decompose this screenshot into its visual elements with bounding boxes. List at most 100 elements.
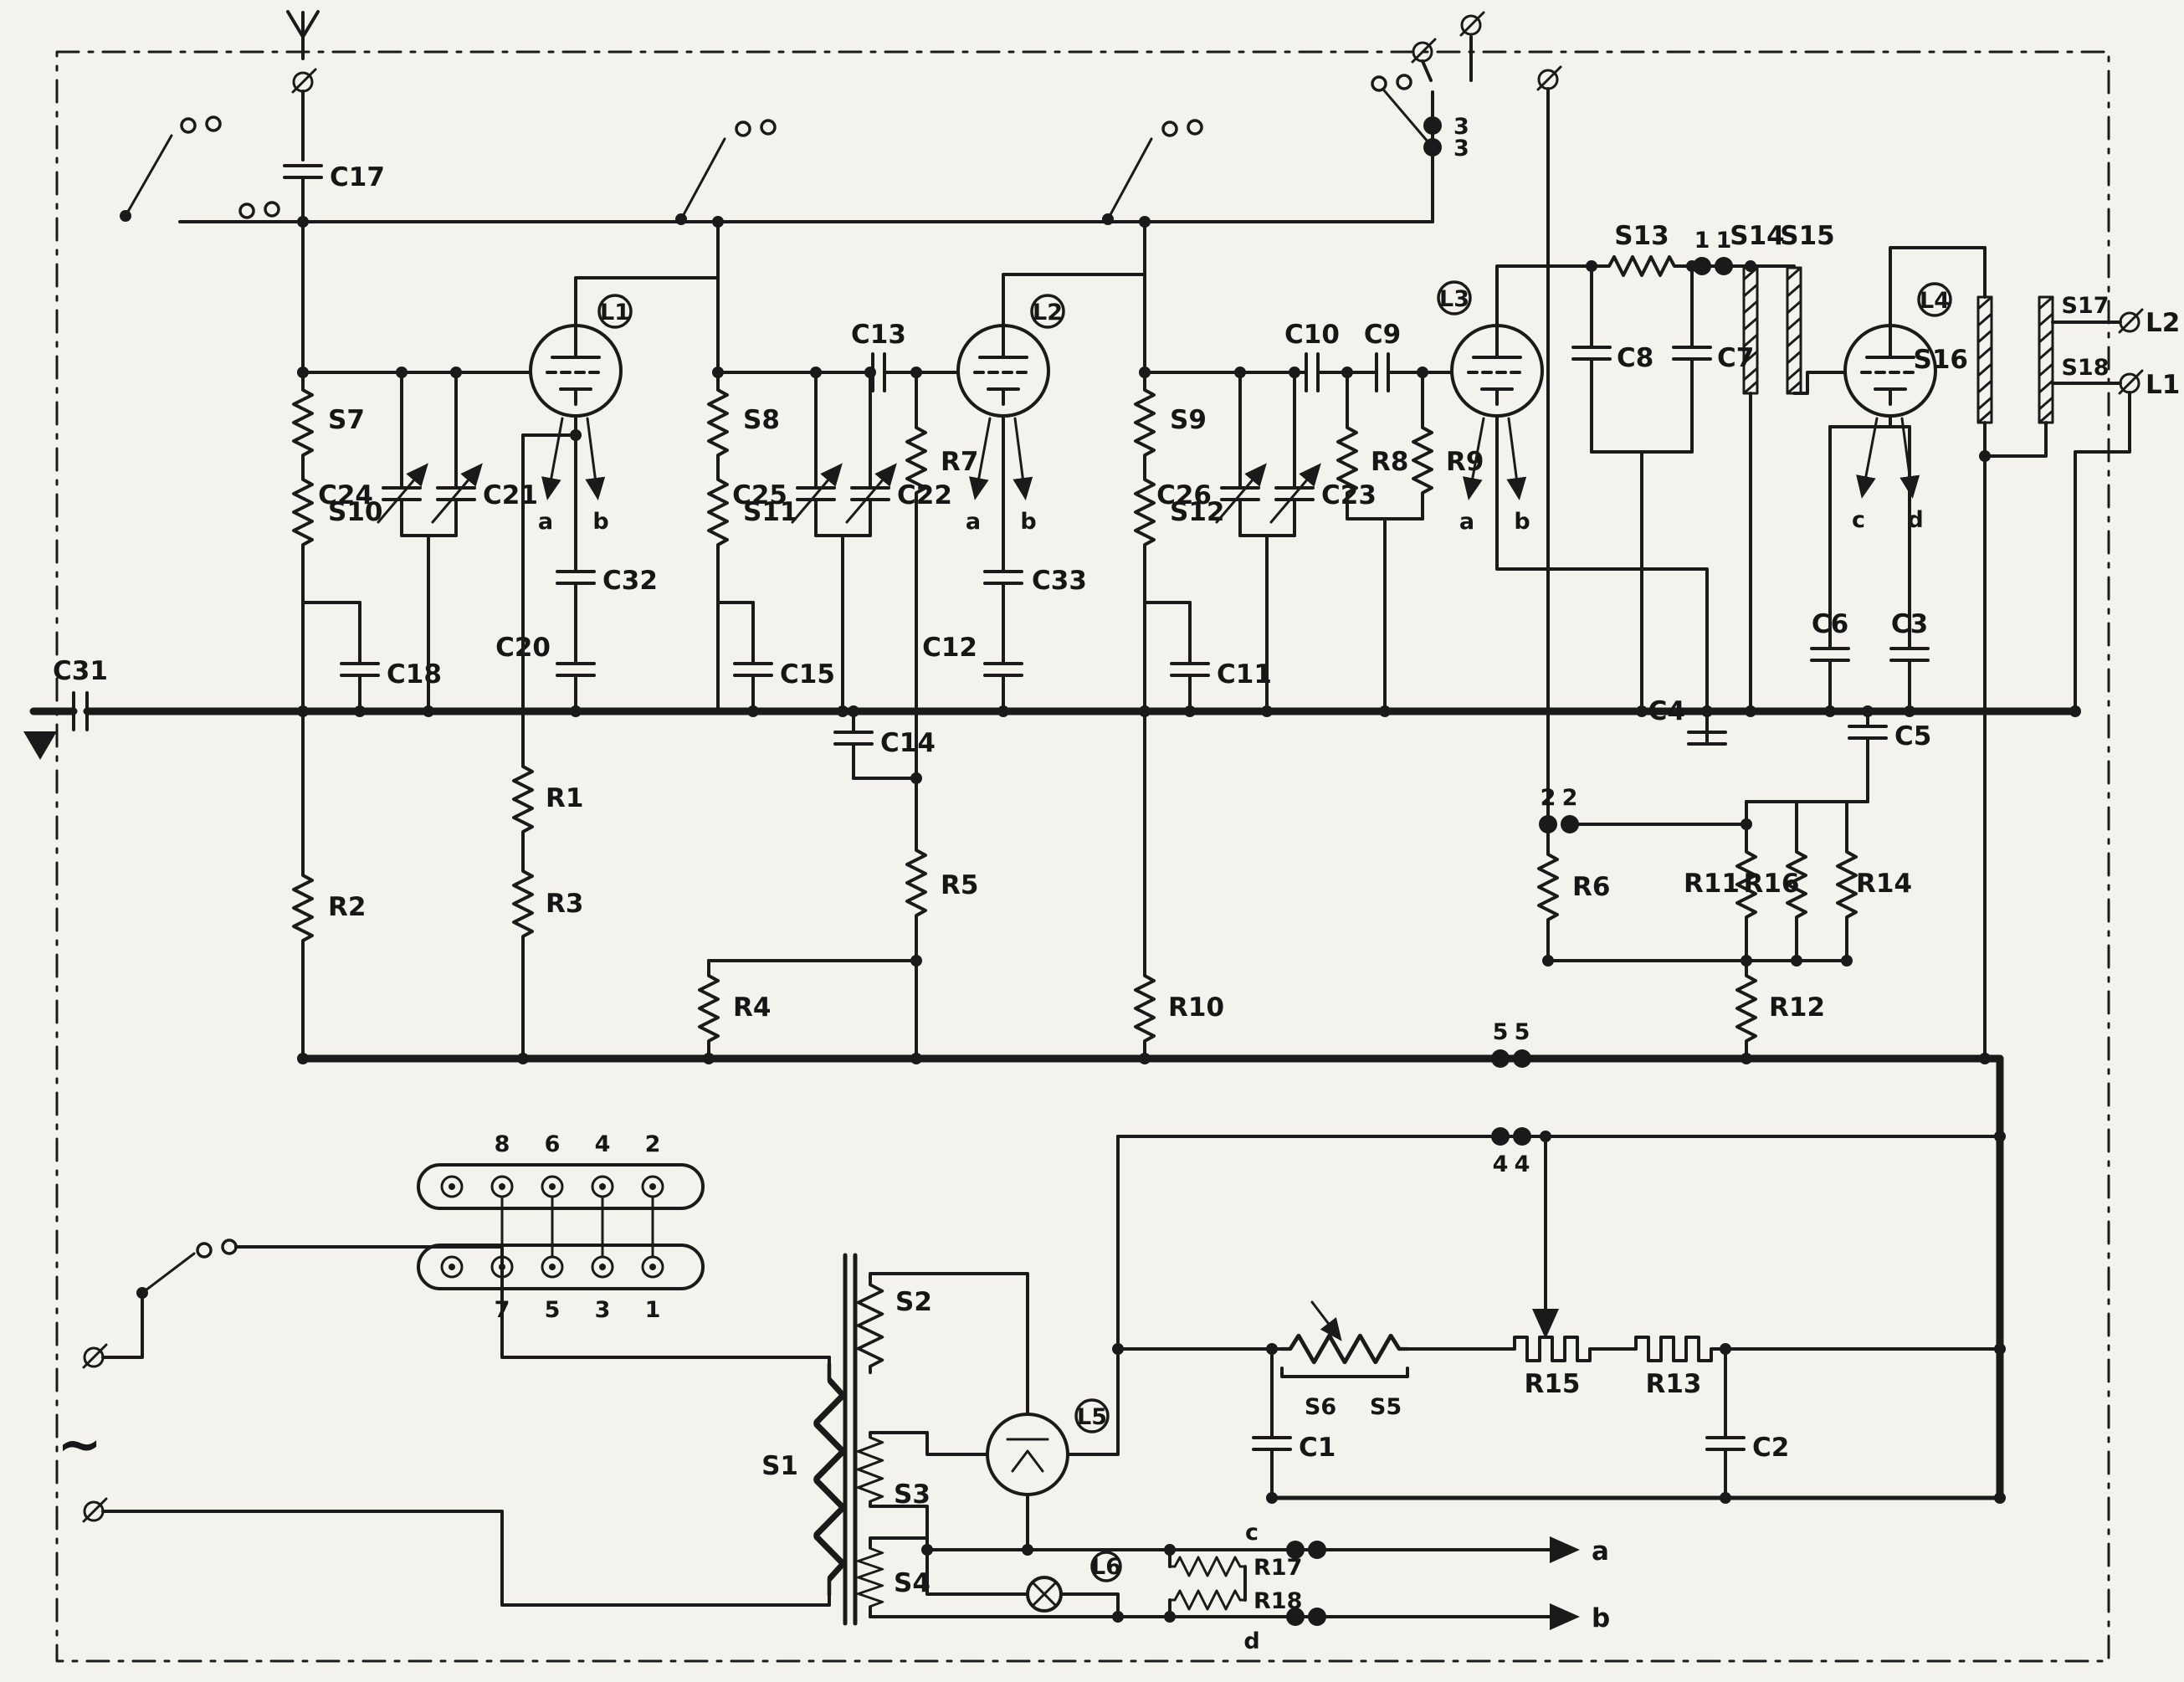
resistor-R2-symbol — [292, 869, 314, 947]
junction-2-label: 2 — [1541, 785, 1556, 811]
pickup-terminal — [1459, 11, 1485, 37]
coil-S10-symbol — [292, 473, 314, 551]
potentiometer-S6-S5-symbol — [1282, 1336, 1407, 1362]
tube-L2-symbol — [956, 324, 1050, 418]
resistor-R12-symbol — [1735, 969, 1757, 1048]
terminal-L2-label: L2 — [2146, 308, 2180, 338]
tube-L1-label: L1 — [600, 300, 630, 326]
stage-3-if: S9 S12 C11 C10 C9 C26 C23 R8 — [1134, 220, 1727, 1060]
pin-5-label: 5 — [545, 1297, 561, 1323]
resistor-R5-symbol — [905, 844, 927, 922]
resistor-R17-label: R17 — [1253, 1555, 1302, 1581]
pin-8-label: 8 — [495, 1131, 510, 1157]
socket-pins-top — [440, 1175, 664, 1198]
pin-6-label: 6 — [545, 1131, 561, 1157]
capacitor-C31-label: C31 — [53, 656, 108, 686]
power-supply: L5 S6 S5 R15 R13 C1 C2 — [869, 1272, 2002, 1551]
resistor-S13-symbol — [1602, 255, 1681, 277]
capacitor-C6-label: C6 — [1812, 609, 1848, 639]
terminal-L1-label: L1 — [2146, 370, 2180, 400]
stage-4-output: L4 S16 S17 S18 L2 L1 c d C6 C3 — [1810, 246, 2180, 1060]
antenna: C17 — [283, 10, 385, 387]
chassis-border — [55, 50, 2110, 1663]
coil-S12-symbol — [1134, 473, 1156, 551]
tube-L2-label: L2 — [1033, 300, 1063, 326]
capacitor-C8-label: C8 — [1617, 343, 1653, 373]
capacitor-C7-label: C7 — [1717, 343, 1754, 373]
resistor-R11-label: R11 — [1684, 869, 1740, 899]
capacitor-C18-label: C18 — [387, 659, 442, 690]
capacitor-C3-label: C3 — [1891, 609, 1928, 639]
capacitor-C15-label: C15 — [780, 659, 835, 690]
junction-1-label: 1 — [1694, 228, 1710, 254]
coil-S7-label: S7 — [328, 405, 365, 435]
avc-network: 2 2 R6 C5 R11 R16 R14 R12 — [1537, 87, 1931, 1060]
resistor-R17-symbol — [1168, 1556, 1247, 1577]
junction-4-label: 4 — [1515, 1151, 1530, 1177]
coil-S15-label: S15 — [1780, 221, 1834, 251]
band-switch-2 — [675, 119, 777, 225]
filament-d-label: d — [1907, 507, 1923, 533]
tube-socket-diagram: 8 6 4 2 7 5 3 1 — [417, 1131, 705, 1323]
pot-S5-label: S5 — [1370, 1394, 1402, 1420]
resistor-R8-label: R8 — [1371, 447, 1408, 477]
capacitor-C32-label: C32 — [602, 566, 658, 596]
junction-2-label: 2 — [1562, 785, 1578, 811]
gram-terminal — [1536, 65, 1562, 91]
coil-S11-label: S11 — [743, 497, 797, 527]
filament-b-label: b — [1020, 509, 1036, 535]
tube-L3-label: L3 — [1439, 286, 1469, 312]
lamp-L6-label: L6 — [1091, 1554, 1121, 1580]
junction-4-label: 4 — [1493, 1151, 1509, 1177]
capacitor-C10-label: C10 — [1284, 320, 1340, 350]
filament-distribution: a b c d R17 R18 L6 — [869, 1520, 1610, 1654]
power-transformer: S1 S2 S3 S4 — [761, 1253, 932, 1626]
band-switch-3 — [1102, 119, 1203, 225]
resistor-R9-symbol — [1412, 421, 1433, 500]
resistor-R4-label: R4 — [733, 992, 771, 1023]
filament-a-label: a — [1459, 509, 1474, 535]
antenna-terminal — [291, 68, 317, 94]
coil-S18-label: S18 — [2061, 355, 2109, 381]
resistor-R6-symbol — [1537, 848, 1559, 926]
capacitor-C14-label: C14 — [880, 728, 936, 758]
tube-L5-symbol — [986, 1413, 1069, 1496]
band-switch-1 — [120, 115, 280, 222]
pin-3-label: 3 — [595, 1297, 611, 1323]
coil-S9-symbol — [1134, 383, 1156, 462]
resistor-R13-label: R13 — [1645, 1369, 1701, 1399]
junction-d-label: d — [1243, 1628, 1259, 1654]
junction-dots — [297, 216, 2081, 1623]
coil-S11-symbol — [707, 473, 729, 551]
tube-L4-label: L4 — [1920, 288, 1950, 314]
coil-S16-symbol — [1976, 295, 1993, 424]
capacitor-C26-label: C26 — [1156, 480, 1212, 510]
coil-S9-label: S9 — [1170, 405, 1207, 435]
winding-S1-label: S1 — [761, 1451, 798, 1481]
filament-b-label: b — [592, 509, 608, 535]
coil-S8-label: S8 — [743, 405, 780, 435]
stage-1-rf: S7 S10 C18 C24 C21 L1 C32 — [292, 220, 720, 1060]
tube-L3-symbol — [1450, 324, 1544, 418]
resistor-R2-label: R2 — [328, 892, 366, 922]
filament-b-label: b — [1514, 509, 1530, 535]
pot-S6-label: S6 — [1305, 1394, 1336, 1420]
pin-1-label: 1 — [645, 1297, 661, 1323]
speaker-terminal-L1 — [2118, 369, 2144, 395]
coil-S15-symbol — [1786, 266, 1802, 395]
filament-bus-b-label: b — [1592, 1603, 1610, 1633]
pin-4-label: 4 — [595, 1131, 611, 1157]
tube-L1-symbol — [529, 324, 623, 418]
coil-S10-label: S10 — [328, 497, 382, 527]
ac-symbol: ~ — [57, 1414, 102, 1476]
winding-S4-symbol — [856, 1541, 884, 1613]
winding-S4-label: S4 — [894, 1568, 931, 1598]
coil-S14-symbol — [1742, 266, 1759, 395]
filament-c-label: c — [1852, 507, 1865, 533]
resistor-R3-label: R3 — [546, 889, 583, 919]
capacitor-C33-label: C33 — [1032, 566, 1087, 596]
winding-S3-symbol — [856, 1430, 884, 1509]
capacitor-C25-label: C25 — [732, 480, 787, 510]
